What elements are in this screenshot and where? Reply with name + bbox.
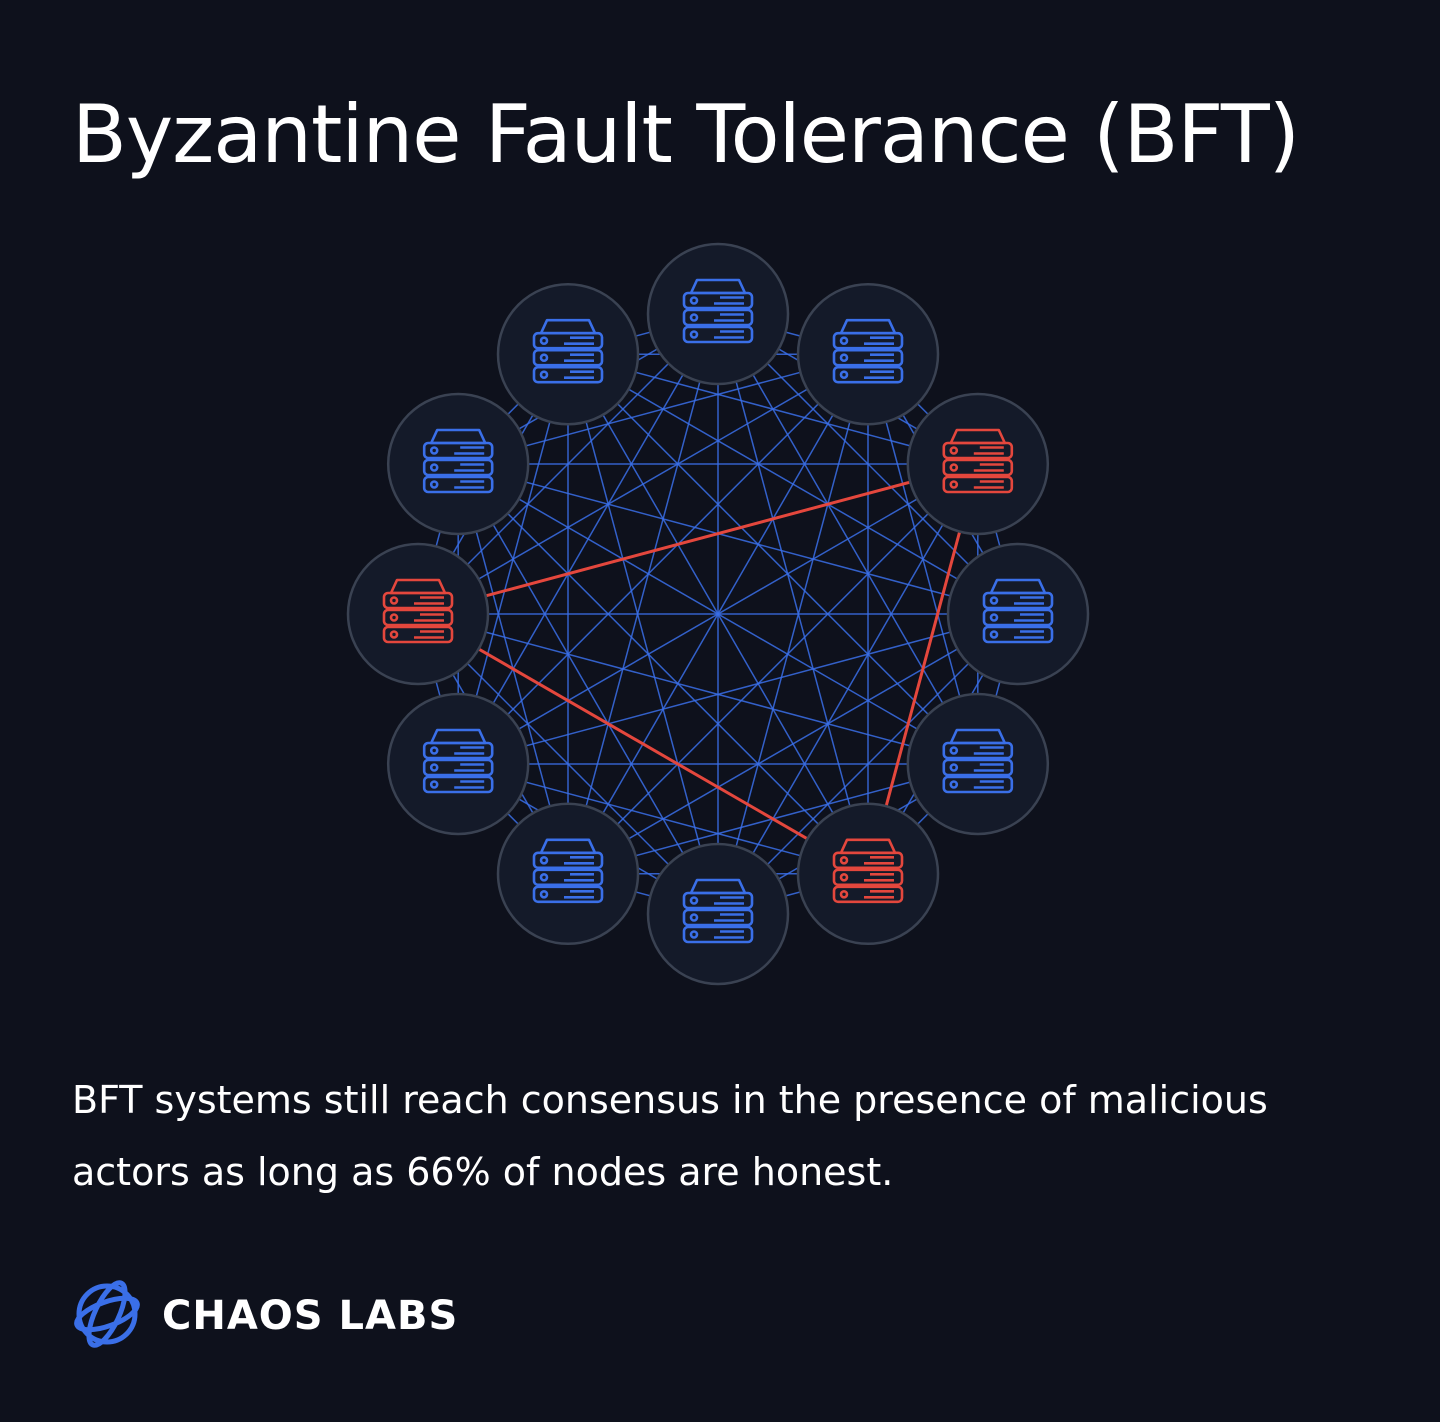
malicious-link	[417, 612, 869, 876]
page-title: Byzantine Fault Tolerance (BFT)	[72, 88, 1300, 181]
server-nodes	[346, 242, 1090, 986]
honest-server-node	[386, 392, 530, 536]
mesh-link	[717, 353, 869, 915]
mesh-link	[567, 353, 1019, 615]
server-stack-icon	[682, 878, 754, 944]
brand-name: CHAOS LABS	[162, 1293, 459, 1339]
brand-footer: CHAOS LABS	[72, 1276, 458, 1356]
mesh-link	[417, 613, 979, 765]
malicious-server-node	[796, 802, 940, 946]
server-stack-icon	[532, 838, 604, 904]
server-stack-icon	[942, 428, 1014, 494]
honest-server-node	[496, 802, 640, 946]
mesh-link	[567, 353, 719, 915]
malicious-link	[417, 462, 979, 616]
honest-server-node	[386, 692, 530, 836]
malicious-server-node	[906, 392, 1050, 536]
server-stack-icon	[982, 578, 1054, 644]
mesh-link	[567, 353, 979, 765]
server-stack-icon	[382, 578, 454, 644]
honest-mesh-links	[417, 313, 1019, 915]
mesh-link	[457, 463, 719, 915]
honest-server-node	[796, 282, 940, 426]
mesh-link	[567, 463, 979, 875]
mesh-link	[567, 313, 719, 875]
server-stack-icon	[682, 278, 754, 344]
honest-server-node	[496, 282, 640, 426]
honest-server-node	[646, 842, 790, 986]
server-stack-icon	[422, 428, 494, 494]
mesh-link	[457, 463, 1019, 615]
honest-server-node	[946, 542, 1090, 686]
server-stack-icon	[832, 838, 904, 904]
server-stack-icon	[942, 728, 1014, 794]
server-stack-icon	[832, 318, 904, 384]
honest-server-node	[906, 692, 1050, 836]
caption-text: BFT systems still reach consensus in the…	[72, 1078, 1268, 1194]
mesh-link	[457, 353, 869, 765]
mesh-link	[457, 613, 1019, 765]
mesh-link	[567, 353, 869, 875]
honest-server-node	[646, 242, 790, 386]
server-stack-icon	[532, 318, 604, 384]
mesh-link	[457, 463, 869, 875]
orbit-logo-icon	[72, 1276, 142, 1356]
server-stack-icon	[422, 728, 494, 794]
malicious-server-node	[346, 542, 490, 686]
mesh-link	[717, 313, 869, 875]
